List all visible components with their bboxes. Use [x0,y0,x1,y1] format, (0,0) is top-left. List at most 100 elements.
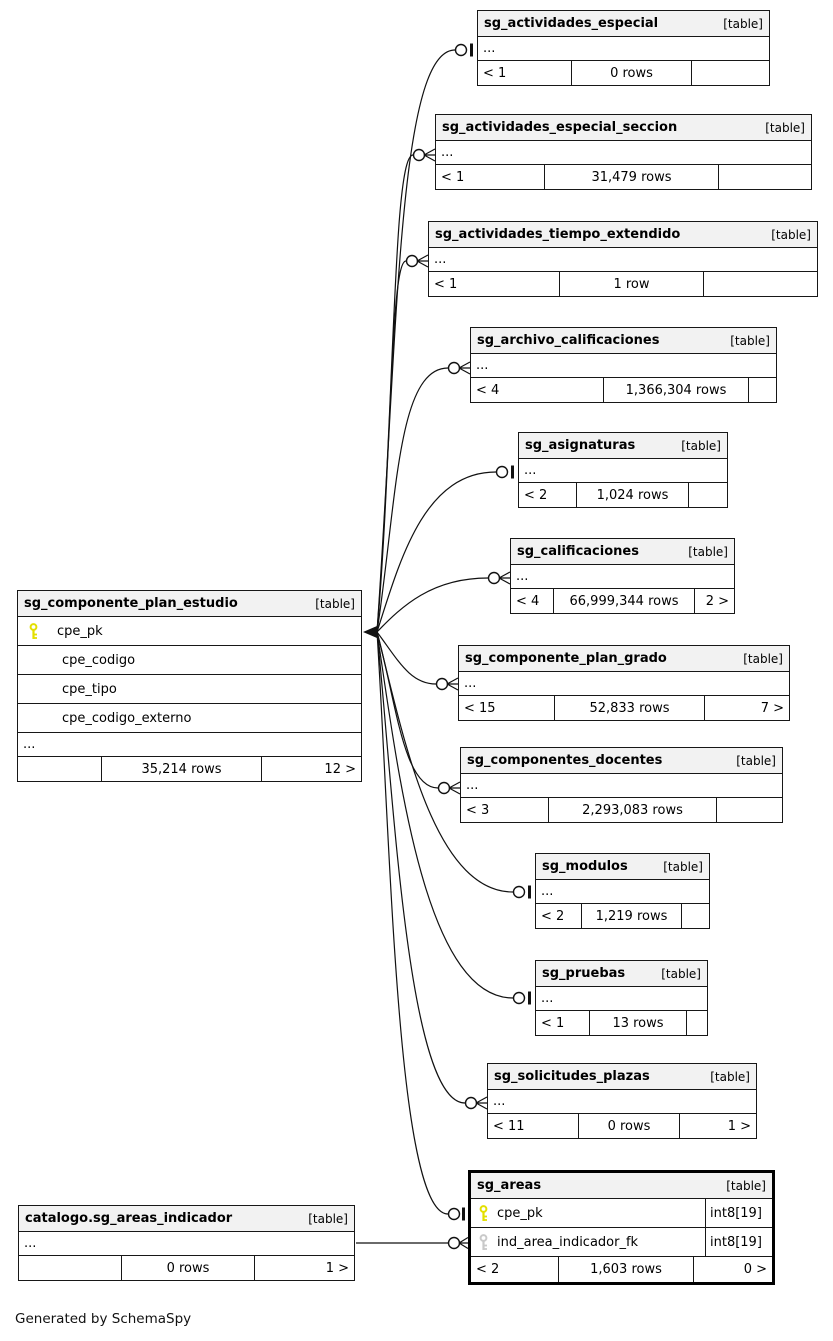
table-name[interactable]: sg_archivo_calificaciones [477,333,660,348]
many-connector-icon [423,148,436,162]
children-count: 0 > [693,1257,772,1282]
table-node-sg_pruebas[interactable]: sg_pruebas [table] ... < 1 13 rows [535,960,708,1036]
table-name[interactable]: sg_areas [477,1178,542,1193]
edge-to-sg_componente_plan_grado [376,631,459,691]
edge-to-sg_modulos [376,631,531,899]
table-header[interactable]: sg_areas [table] [471,1173,772,1199]
columns-ellipsis: ... [18,733,361,757]
table-name[interactable]: sg_actividades_tiempo_extendido [435,227,681,242]
table-node-sg_componente_plan_grado[interactable]: sg_componente_plan_grado [table] ... < 1… [458,645,790,721]
table-node-sg_actividades_especial[interactable]: sg_actividades_especial [table] ... < 1 … [477,10,770,86]
table-name[interactable]: sg_componente_plan_grado [465,651,667,666]
table-node-sg_componente_plan_estudio[interactable]: sg_componente_plan_estudio [table] cpe_p… [17,590,362,782]
parents-count [19,1256,121,1280]
table-name[interactable]: sg_asignaturas [525,438,636,453]
column-row-cpe_codigo_externo: cpe_codigo_externo [18,704,361,733]
table-node-sg_actividades_tiempo_extendido[interactable]: sg_actividades_tiempo_extendido [table] … [428,221,818,297]
many-connector-icon [458,1236,469,1250]
children-count: 12 > [261,757,361,781]
row-count: 13 rows [589,1011,686,1035]
row-count: 1,024 rows [576,483,688,507]
table-node-sg_actividades_especial_seccion[interactable]: sg_actividades_especial_seccion [table] … [435,114,812,190]
table-footer: < 4 66,999,344 rows 2 > [511,589,734,613]
edge-to-sg_calificaciones [376,571,511,633]
column-name: cpe_pk [57,623,103,639]
table-header[interactable]: sg_componente_plan_estudio [table] [18,591,361,617]
row-count: 2,293,083 rows [548,798,716,822]
table-header[interactable]: sg_actividades_tiempo_extendido [table] [429,222,817,248]
table-footer: 35,214 rows 12 > [18,757,361,781]
children-count [748,378,776,402]
table-node-sg_calificaciones[interactable]: sg_calificaciones [table] ... < 4 66,999… [510,538,735,614]
columns-ellipsis: ... [511,565,734,589]
row-count: 0 rows [578,1114,679,1138]
table-node-sg_solicitudes_plazas[interactable]: sg_solicitudes_plazas [table] ... < 11 0… [487,1063,757,1139]
table-header[interactable]: sg_pruebas [table] [536,961,707,987]
table-type-tag: [table] [710,1069,750,1084]
table-header[interactable]: catalogo.sg_areas_indicador [table] [19,1206,354,1232]
one-connector-icon [470,43,473,57]
one-connector-icon [462,1207,465,1221]
table-header[interactable]: sg_actividades_especial_seccion [table] [436,115,811,141]
parents-count: < 3 [466,802,490,818]
columns-ellipsis: ... [536,880,709,904]
columns-ellipsis: ... [536,987,707,1011]
table-footer: 0 rows 1 > [19,1256,354,1280]
table-name[interactable]: sg_actividades_especial [484,16,659,31]
table-header[interactable]: sg_asignaturas [table] [519,433,727,459]
table-name[interactable]: catalogo.sg_areas_indicador [25,1211,233,1226]
table-header[interactable]: sg_actividades_especial [table] [478,11,769,37]
generated-by-note: Generated by SchemaSpy [15,1311,192,1327]
foreign-key-icon [479,1233,488,1250]
table-header[interactable]: sg_componentes_docentes [table] [461,748,782,774]
row-count: 1,366,304 rows [603,378,748,402]
edge-to-sg_archivo_calificaciones [376,361,471,633]
table-node-sg_componentes_docentes[interactable]: sg_componentes_docentes [table] ... < 3 … [460,747,783,823]
table-node-sg_archivo_calificaciones[interactable]: sg_archivo_calificaciones [table] ... < … [470,327,777,403]
table-node-catalogo_sg_areas_indicador[interactable]: catalogo.sg_areas_indicador [table] ... … [18,1205,355,1281]
one-connector-icon [511,465,514,479]
table-name[interactable]: sg_calificaciones [517,544,639,559]
column-type: int8[19] [705,1228,772,1256]
parents-count: < 1 [434,276,458,292]
columns-ellipsis: ... [436,141,811,165]
edge-to-sg_actividades_tiempo_extendido [376,254,429,633]
row-count: 0 rows [571,61,691,85]
table-header[interactable]: sg_componente_plan_grado [table] [459,646,789,672]
row-count: 0 rows [121,1256,254,1280]
parents-count: < 1 [483,65,507,81]
columns-ellipsis: ... [478,37,769,61]
children-count: 7 > [704,696,789,720]
table-name[interactable]: sg_componentes_docentes [467,753,663,768]
row-count: 35,214 rows [101,757,261,781]
row-count: 66,999,344 rows [553,589,694,613]
table-node-sg_modulos[interactable]: sg_modulos [table] ... < 2 1,219 rows [535,853,710,929]
column-type: int8[19] [705,1199,772,1227]
column-row-cpe_pk: cpe_pk [18,617,361,646]
table-node-sg_areas[interactable]: sg_areas [table] cpe_pk int8[19] ind_are… [468,1170,775,1285]
table-name[interactable]: sg_componente_plan_estudio [24,596,238,611]
parents-count: < 15 [464,700,496,716]
columns-ellipsis: ... [19,1232,354,1256]
table-name[interactable]: sg_pruebas [542,966,626,981]
many-connector-icon [498,571,511,585]
table-header[interactable]: sg_modulos [table] [536,854,709,880]
parents-count [18,757,101,781]
table-header[interactable]: sg_calificaciones [table] [511,539,734,565]
table-footer: < 1 13 rows [536,1011,707,1035]
table-name[interactable]: sg_actividades_especial_seccion [442,120,678,135]
table-name[interactable]: sg_modulos [542,859,628,874]
parents-count: < 1 [541,1015,565,1031]
table-node-sg_asignaturas[interactable]: sg_asignaturas [table] ... < 2 1,024 row… [518,432,728,508]
table-header[interactable]: sg_solicitudes_plazas [table] [488,1064,756,1090]
source-arrowhead-icon [363,626,377,638]
table-footer: < 1 31,479 rows [436,165,811,189]
table-header[interactable]: sg_archivo_calificaciones [table] [471,328,776,354]
many-connector-icon [448,781,461,795]
table-type-tag: [table] [730,333,770,348]
table-name[interactable]: sg_solicitudes_plazas [494,1069,650,1084]
primary-key-icon [479,1204,488,1221]
table-footer: < 4 1,366,304 rows [471,378,776,402]
children-count [716,798,782,822]
